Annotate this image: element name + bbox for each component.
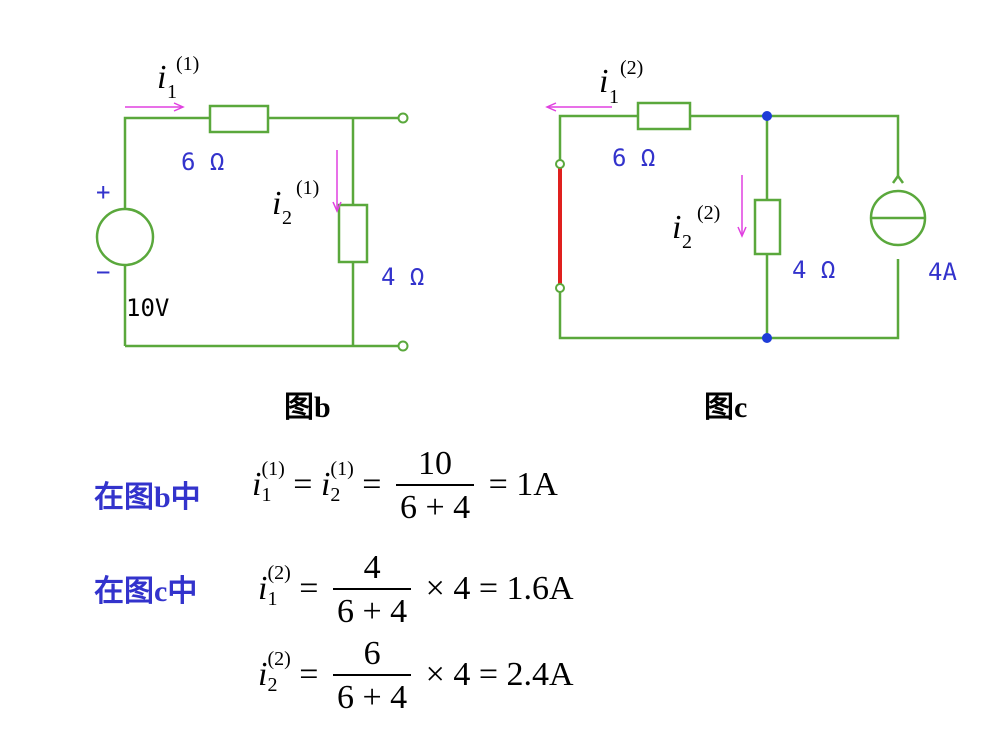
circuit-c: 6 Ω 4 Ω 4A i 1 (2) i 2 (2) — [545, 57, 957, 343]
terminal-b-top — [397, 112, 409, 124]
caption-c: 图c — [704, 391, 748, 424]
svg-text:i: i — [157, 59, 166, 96]
label-b-minus: − — [96, 258, 110, 286]
current-label-c-i1: i 1 (2) — [599, 57, 643, 108]
label-b-6ohm: 6 Ω — [181, 148, 224, 176]
voltage-source-b — [95, 207, 155, 267]
context-figure-b: 在图b中 — [94, 481, 201, 514]
svg-text:2: 2 — [682, 231, 692, 253]
node-c-bottom — [762, 333, 772, 343]
node-c-top — [762, 111, 772, 121]
terminal-c-top — [555, 159, 565, 169]
context-figure-c: 在图c中 — [94, 575, 198, 608]
arrow-b-i1 — [125, 102, 185, 112]
wire-b-left-top — [123, 116, 210, 212]
svg-text:2: 2 — [282, 207, 292, 229]
fraction-eq3: 6 6 + 4 — [332, 634, 412, 720]
current-label-b-i1: i 1 (1) — [157, 53, 199, 103]
arrow-c-i2 — [737, 175, 747, 238]
svg-text:i: i — [599, 63, 608, 100]
arrow-c-i1 — [545, 102, 612, 112]
current-source-c — [869, 173, 927, 247]
label-b-10v: 10V — [126, 294, 169, 322]
terminal-c-bottom — [555, 283, 565, 293]
terminal-b-bottom — [397, 340, 409, 352]
svg-text:1: 1 — [167, 81, 177, 103]
svg-text:(2): (2) — [620, 57, 643, 79]
svg-text:1: 1 — [609, 86, 619, 108]
current-label-b-i2: i 2 (1) — [272, 177, 319, 229]
svg-text:(1): (1) — [296, 177, 319, 199]
caption-b: 图b — [284, 391, 331, 424]
equation-c-i2: i2(2) = 6 6 + 4 × 4 = 2.4A — [258, 634, 574, 720]
svg-text:(2): (2) — [697, 202, 720, 224]
resistor-c-6ohm — [636, 101, 692, 131]
svg-text:(1): (1) — [176, 53, 199, 75]
svg-text:i: i — [672, 209, 681, 246]
fraction-eq1: 10 6 + 4 — [395, 444, 475, 530]
label-b-4ohm: 4 Ω — [381, 263, 424, 291]
arrow-b-i2 — [332, 150, 342, 213]
equation-c-i1: i1(2) = 4 6 + 4 × 4 = 1.6A — [258, 548, 574, 634]
wire-c-bottom — [558, 259, 900, 340]
wire-c-left-top — [558, 114, 638, 162]
wire-c-top — [690, 114, 900, 177]
label-b-plus: + — [96, 178, 110, 206]
label-c-4ohm: 4 Ω — [792, 256, 835, 284]
current-label-c-i2: i 2 (2) — [672, 202, 720, 253]
circuit-b: 6 Ω 4 Ω 10V + − i 1 (1) i 2 (1) — [95, 53, 424, 352]
resistor-c-4ohm — [753, 198, 782, 256]
resistor-b-6ohm — [208, 104, 270, 134]
equation-b-currents: i1(1) = i2(1) = 10 6 + 4 = 1A — [252, 444, 558, 530]
fraction-eq2: 4 6 + 4 — [332, 548, 412, 634]
label-c-6ohm: 6 Ω — [612, 144, 655, 172]
resistor-b-4ohm — [337, 203, 369, 264]
label-c-4a: 4A — [928, 258, 957, 286]
svg-text:i: i — [272, 185, 281, 222]
